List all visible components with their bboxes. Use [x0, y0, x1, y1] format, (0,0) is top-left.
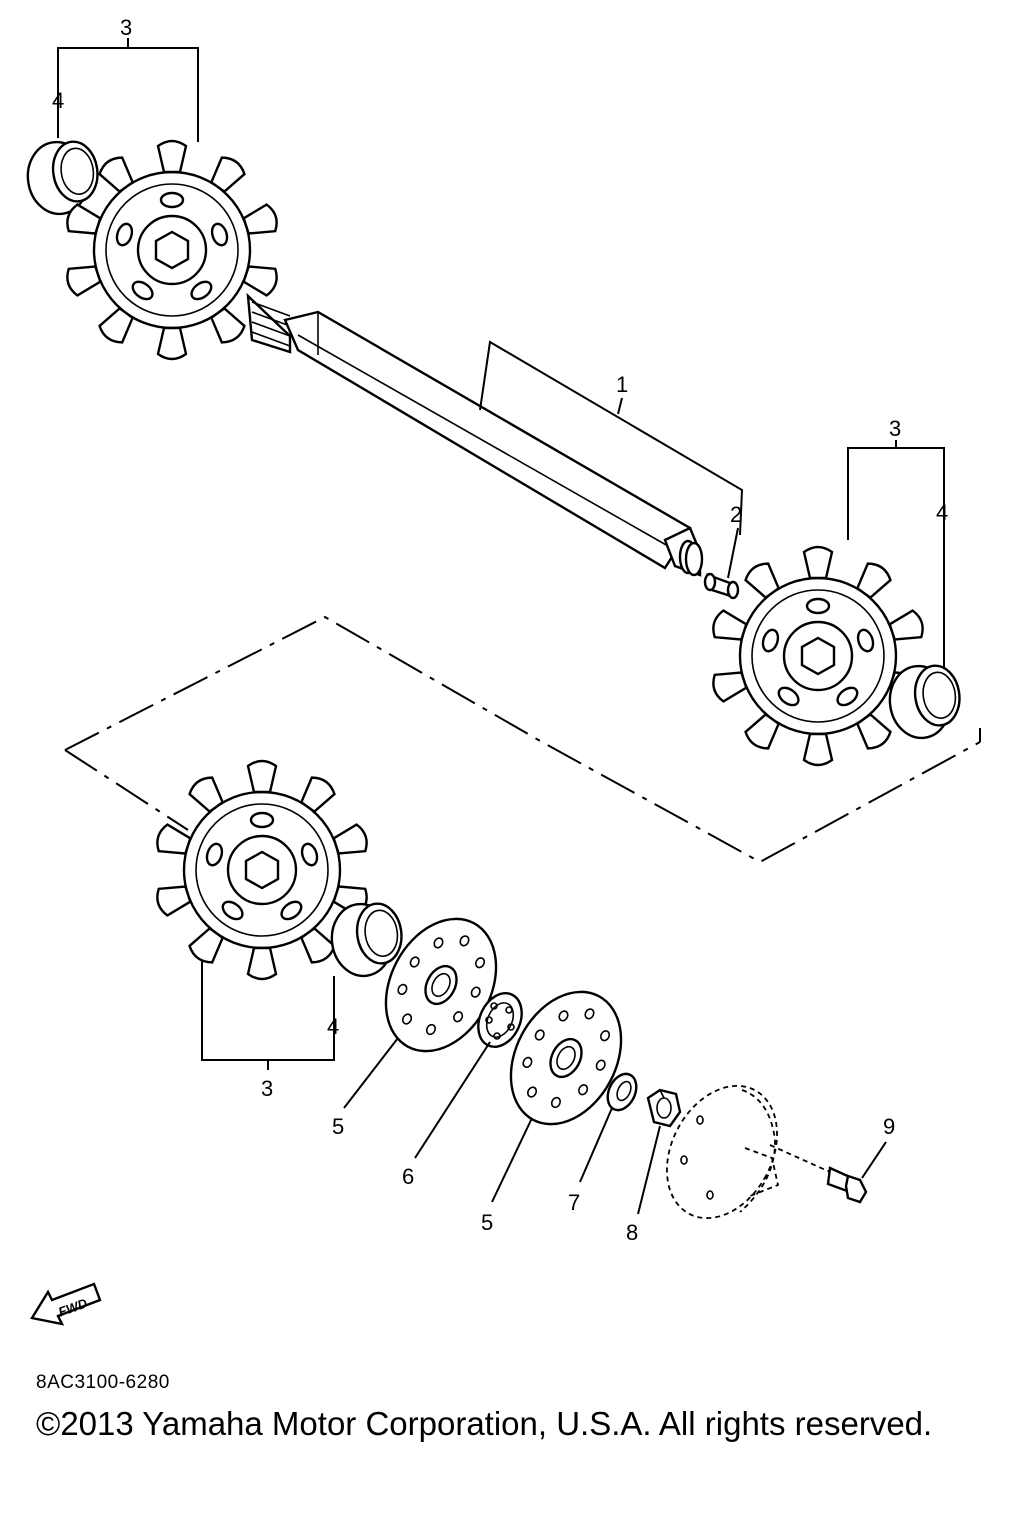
bolt-9 — [826, 1166, 868, 1204]
wheel-upper-left — [22, 135, 104, 220]
sprocket-upper-right — [708, 545, 928, 767]
callout-4-upper-right: 4 — [936, 500, 948, 525]
diagram-code: 8AC3100-6280 — [36, 1372, 170, 1393]
callout-8: 8 — [626, 1220, 638, 1245]
callout-3-upper-left: 3 — [120, 15, 132, 40]
callout-1: 1 — [616, 372, 628, 397]
bearing-6 — [477, 992, 523, 1048]
assembly-reference-frame — [64, 615, 981, 864]
callout-3-upper-right: 3 — [889, 416, 901, 441]
copyright-notice: ©2013 Yamaha Motor Corporation, U.S.A. A… — [36, 1405, 933, 1442]
exploded-parts-diagram: FWD 3 4 1 3 2 4 4 3 5 9 6 7 5 8 — [22, 15, 981, 1326]
leader-lines — [57, 38, 945, 1215]
fwd-arrow-icon: FWD — [30, 1282, 102, 1326]
callout-9: 9 — [883, 1114, 895, 1139]
callout-2: 2 — [730, 502, 742, 527]
drive-shaft — [246, 292, 704, 577]
washer-7 — [606, 1072, 638, 1112]
callout-5-left: 5 — [332, 1114, 344, 1139]
bolt-2 — [703, 572, 740, 600]
callout-4-lower: 4 — [327, 1014, 339, 1039]
callout-6: 6 — [402, 1164, 414, 1189]
nut-8 — [646, 1088, 682, 1128]
callout-4-upper-left: 4 — [52, 88, 64, 113]
callout-7: 7 — [568, 1190, 580, 1215]
callout-labels: 3 4 1 3 2 4 4 3 5 9 6 7 5 8 — [52, 15, 948, 1245]
callout-5-right: 5 — [481, 1210, 493, 1235]
callout-3-lower: 3 — [261, 1076, 273, 1101]
hub-housing-outline — [666, 1084, 831, 1220]
